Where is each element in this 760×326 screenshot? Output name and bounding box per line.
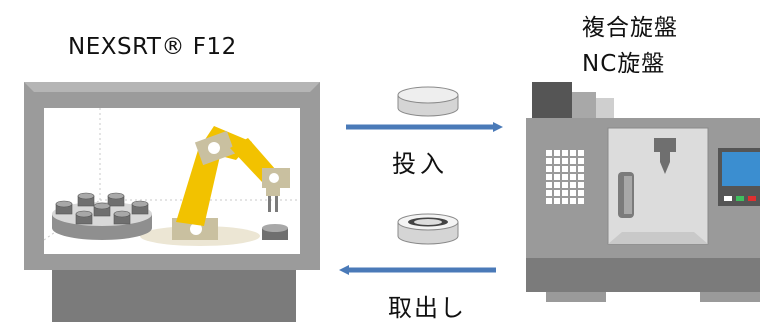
- workpiece-pallet: [52, 192, 152, 240]
- robot-arm: [172, 126, 290, 240]
- nc-lathe-illustration: [526, 82, 760, 302]
- floor-workpiece: [262, 224, 288, 240]
- finished-workpiece-icon: [397, 213, 459, 245]
- control-screen: [722, 152, 760, 186]
- robot-cell-title: NEXSRT® F12: [68, 34, 237, 60]
- raw-workpiece-icon: [397, 86, 459, 117]
- robot-cell-illustration: [24, 82, 320, 322]
- machine-title-line2: NC旋盤: [582, 51, 666, 77]
- unload-label: 取出し: [388, 294, 466, 322]
- load-label: 投入: [392, 150, 448, 178]
- cell-base: [52, 270, 296, 322]
- keypad: [546, 150, 584, 204]
- machine-title-line1: 複合旋盤: [582, 15, 678, 41]
